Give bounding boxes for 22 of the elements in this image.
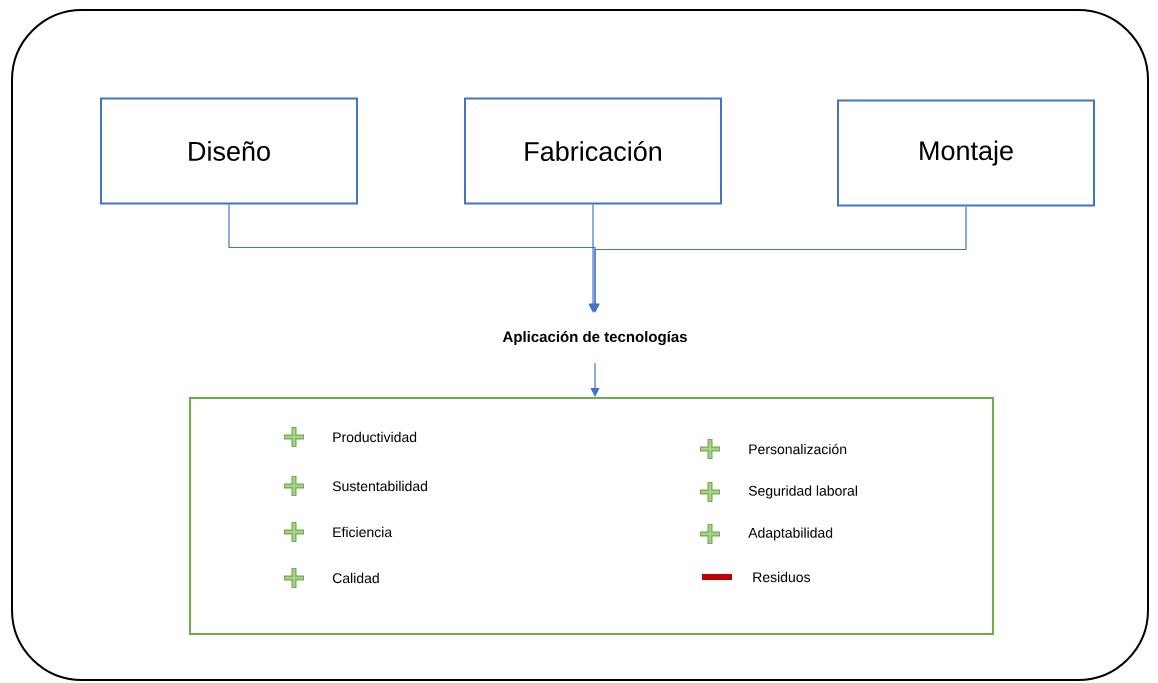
process-box: Fabricación	[464, 97, 722, 205]
item-label: Eficiencia	[333, 526, 393, 538]
result-box	[189, 397, 994, 635]
process-box: Diseño	[100, 97, 358, 205]
item-label: Adaptabilidad	[748, 527, 833, 541]
item-label: Seguridad laboral	[748, 485, 857, 499]
item-label: Productividad	[333, 431, 417, 443]
item-label: Residuos	[753, 571, 811, 583]
plus-icon	[697, 479, 723, 505]
process-box: Montaje	[837, 99, 1095, 207]
item-label: Calidad	[332, 572, 379, 584]
plus-icon	[281, 565, 307, 591]
item-label: Sustentabilidad	[332, 480, 428, 492]
minus-icon	[702, 574, 732, 580]
plus-icon	[281, 519, 307, 545]
plus-icon	[281, 424, 307, 450]
plus-icon	[697, 521, 723, 547]
plus-icon	[697, 436, 723, 462]
arrow	[590, 362, 600, 397]
plus-icon	[281, 473, 307, 499]
heading-text: Aplicación de tecnologías	[502, 330, 687, 346]
item-label: Personalización	[749, 443, 847, 455]
